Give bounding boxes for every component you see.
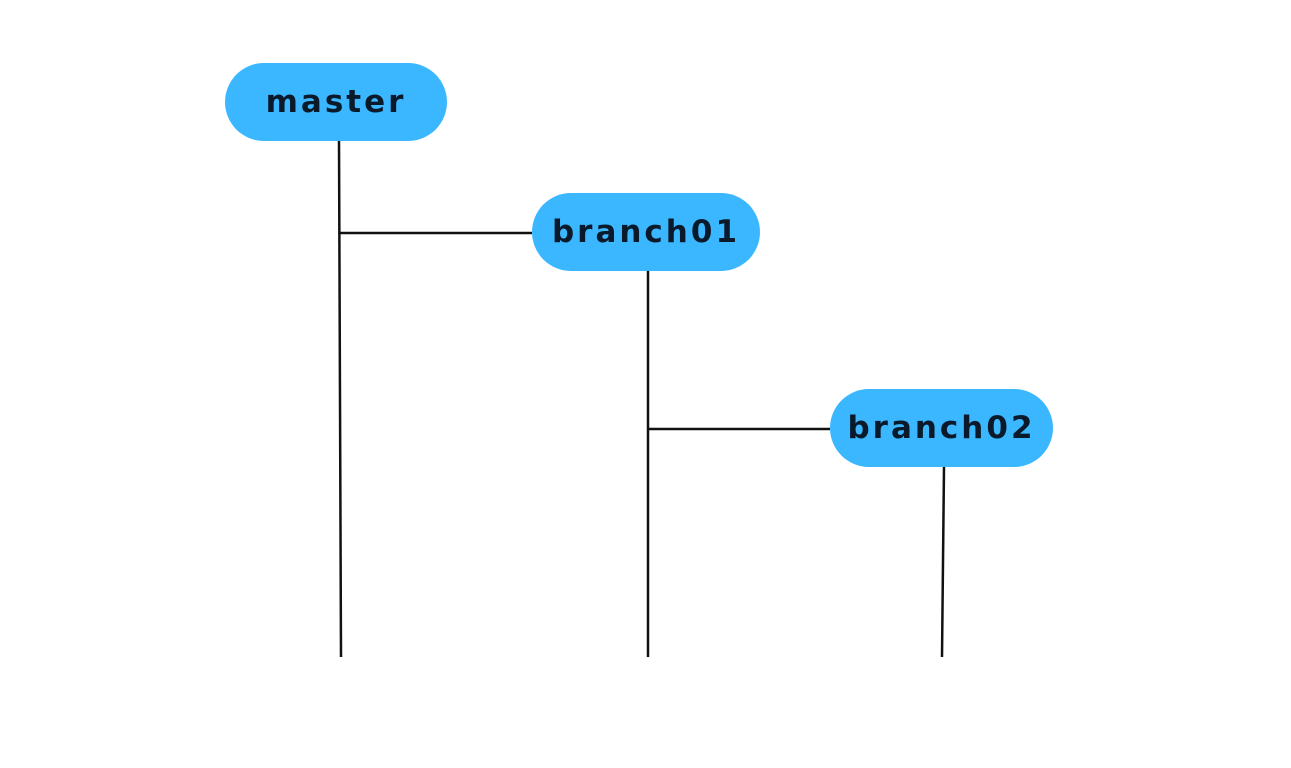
branch-node-master[interactable]: master	[225, 63, 447, 141]
branch-node-branch02[interactable]: branch02	[830, 389, 1053, 467]
branch-node-branch01[interactable]: branch01	[532, 193, 760, 271]
branch-label-branch02: branch02	[847, 410, 1036, 446]
branch-label-branch01: branch01	[551, 214, 741, 250]
branch-label-master: master	[265, 84, 407, 120]
master-trunk-line	[337, 140, 343, 658]
branch02-trunk-line	[940, 466, 946, 658]
